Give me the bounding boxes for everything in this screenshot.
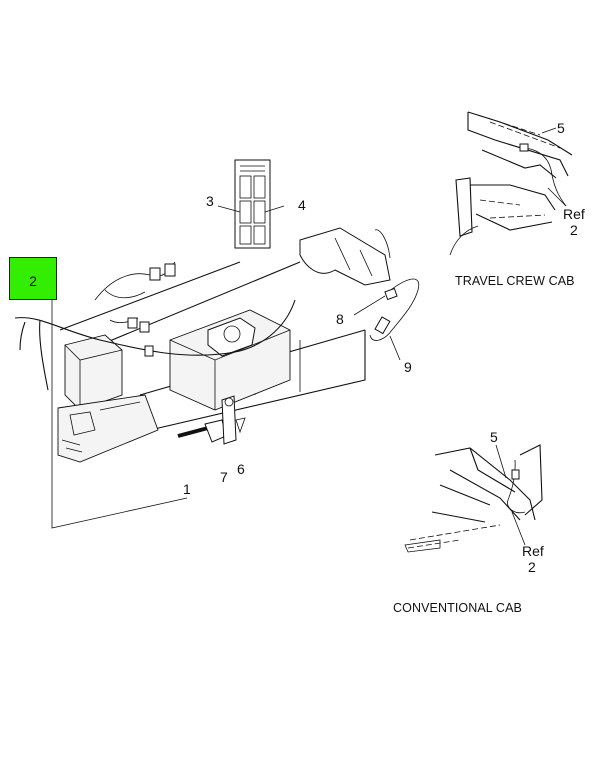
callout-5-travel: 5 [557, 120, 565, 136]
callout-8: 8 [336, 311, 344, 327]
callout-3: 3 [206, 193, 214, 209]
callout-4: 4 [298, 197, 306, 213]
callout-5-conventional: 5 [490, 429, 498, 445]
ref-label-conventional: Ref [522, 543, 544, 559]
caption-conventional-cab: CONVENTIONAL CAB [393, 601, 522, 615]
highlighted-callout-2[interactable]: 2 [9, 257, 57, 300]
ref-number-travel: 2 [570, 222, 578, 238]
conventional-cab-detail [404, 444, 543, 553]
main-harness-assembly [14, 261, 366, 529]
fuse-block-detail [217, 159, 285, 249]
travel-crew-cab-detail [449, 111, 573, 256]
caption-travel-crew-cab: TRAVEL CREW CAB [455, 274, 575, 288]
callout-7: 7 [220, 469, 228, 485]
callout-1: 1 [183, 481, 191, 497]
bracket-detail [299, 227, 420, 361]
highlighted-callout-label: 2 [29, 273, 37, 289]
ground-cable [177, 426, 209, 438]
ref-label-travel: Ref [563, 206, 585, 222]
callout-9: 9 [404, 359, 412, 375]
ref-number-conventional: 2 [528, 559, 536, 575]
callout-6: 6 [237, 461, 245, 477]
